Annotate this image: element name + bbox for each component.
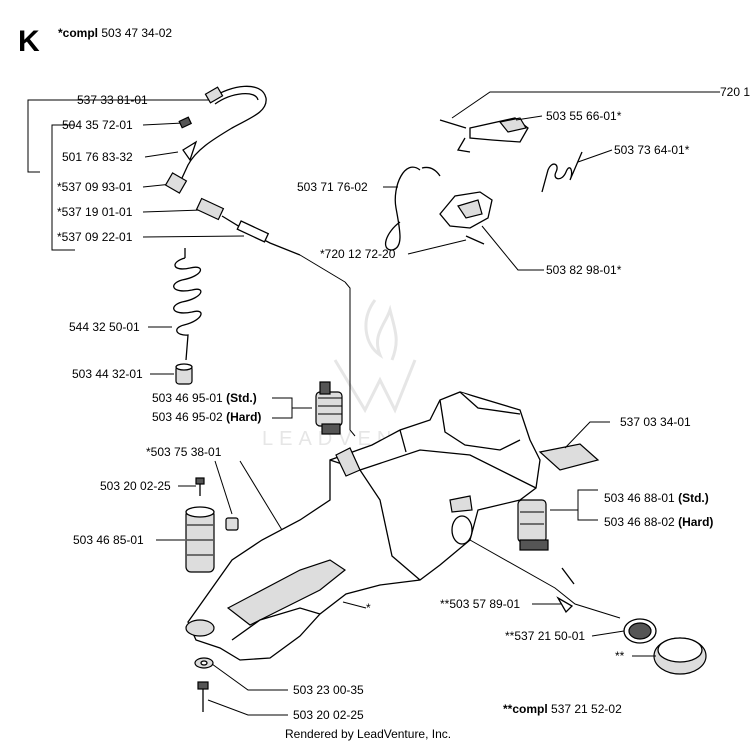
fuel-cap-assembly [469,539,707,675]
part-label-537-33-81-01: 537 33 81-01 [77,93,148,107]
part-label-503-20-02-25-top: 503 20 02-25 [100,479,171,493]
part-label-503-57-89-01: **503 57 89-01 [440,597,520,611]
part-label-503-46-88-02: 503 46 88-02 (Hard) [604,515,713,529]
coil-spring [148,248,202,361]
part-label-503-46-95-02: 503 46 95-02 (Hard) [152,410,261,424]
av-element-upper [272,381,343,435]
part-label-503-82-98-01: 503 82 98-01* [546,263,622,277]
washer-and-screw [194,657,288,716]
throttle-trigger [407,191,544,271]
fuel-hose-assembly [27,85,356,437]
part-label-501-76-83-32: 501 76 83-32 [62,150,133,164]
part-label-double-star: ** [615,649,625,663]
part-label-720-12-72-20: *720 12 72-20 [320,247,396,261]
part-label-544-32-50-01: 544 32 50-01 [69,320,140,334]
throttle-cable [383,166,441,251]
part-label-503-46-85-01: 503 46 85-01 [73,533,144,547]
part-label-537-21-50-01: **537 21 50-01 [505,629,585,643]
star-marker: * [366,601,371,615]
part-label-504-35-72-01: 504 35 72-01 [62,118,133,132]
torsion-spring [541,149,613,193]
part-label-503-71-76-02: 503 71 76-02 [297,180,368,194]
part-label-537-09-22-01: *537 09 22-01 [57,230,133,244]
section-letter: K [18,25,40,58]
part-label-503-55-66-01: 503 55 66-01* [546,109,622,123]
part-label-503-44-32-01: 503 44 32-01 [72,367,143,381]
throttle-lockout [439,91,720,153]
fuel-filter [150,363,193,385]
screw-top [195,477,205,496]
part-label-503-73-64-01: 503 73 64-01* [614,143,690,157]
main-housing [185,391,541,661]
compl-label: *compl 503 47 34-02 [58,26,172,40]
part-label-720-12-40-20: 720 12 40-20* [720,85,750,99]
part-label-503-46-95-01: 503 46 95-01 (Std.) [152,391,257,405]
av-element-lower [156,506,215,573]
part-label-503-46-88-01: 503 46 88-01 (Std.) [604,491,709,505]
av-element-right [517,489,598,551]
part-label-537-19-01-01: *537 19 01-01 [57,205,133,219]
part-label-503-75-38-01: *503 75 38-01 [146,445,222,459]
part-label-503-23-00-35: 503 23 00-35 [293,683,364,697]
part-label-503-20-02-25-bottom: 503 20 02-25 [293,708,364,722]
handle-grip [538,421,610,471]
footer-credit: Rendered by LeadVenture, Inc. [285,727,451,741]
part-label-537-09-93-01: *537 09 93-01 [57,180,133,194]
part-label-537-03-34-01: 537 03 34-01 [620,415,691,429]
compl-label-bottom: **compl 537 21 52-02 [503,702,622,716]
